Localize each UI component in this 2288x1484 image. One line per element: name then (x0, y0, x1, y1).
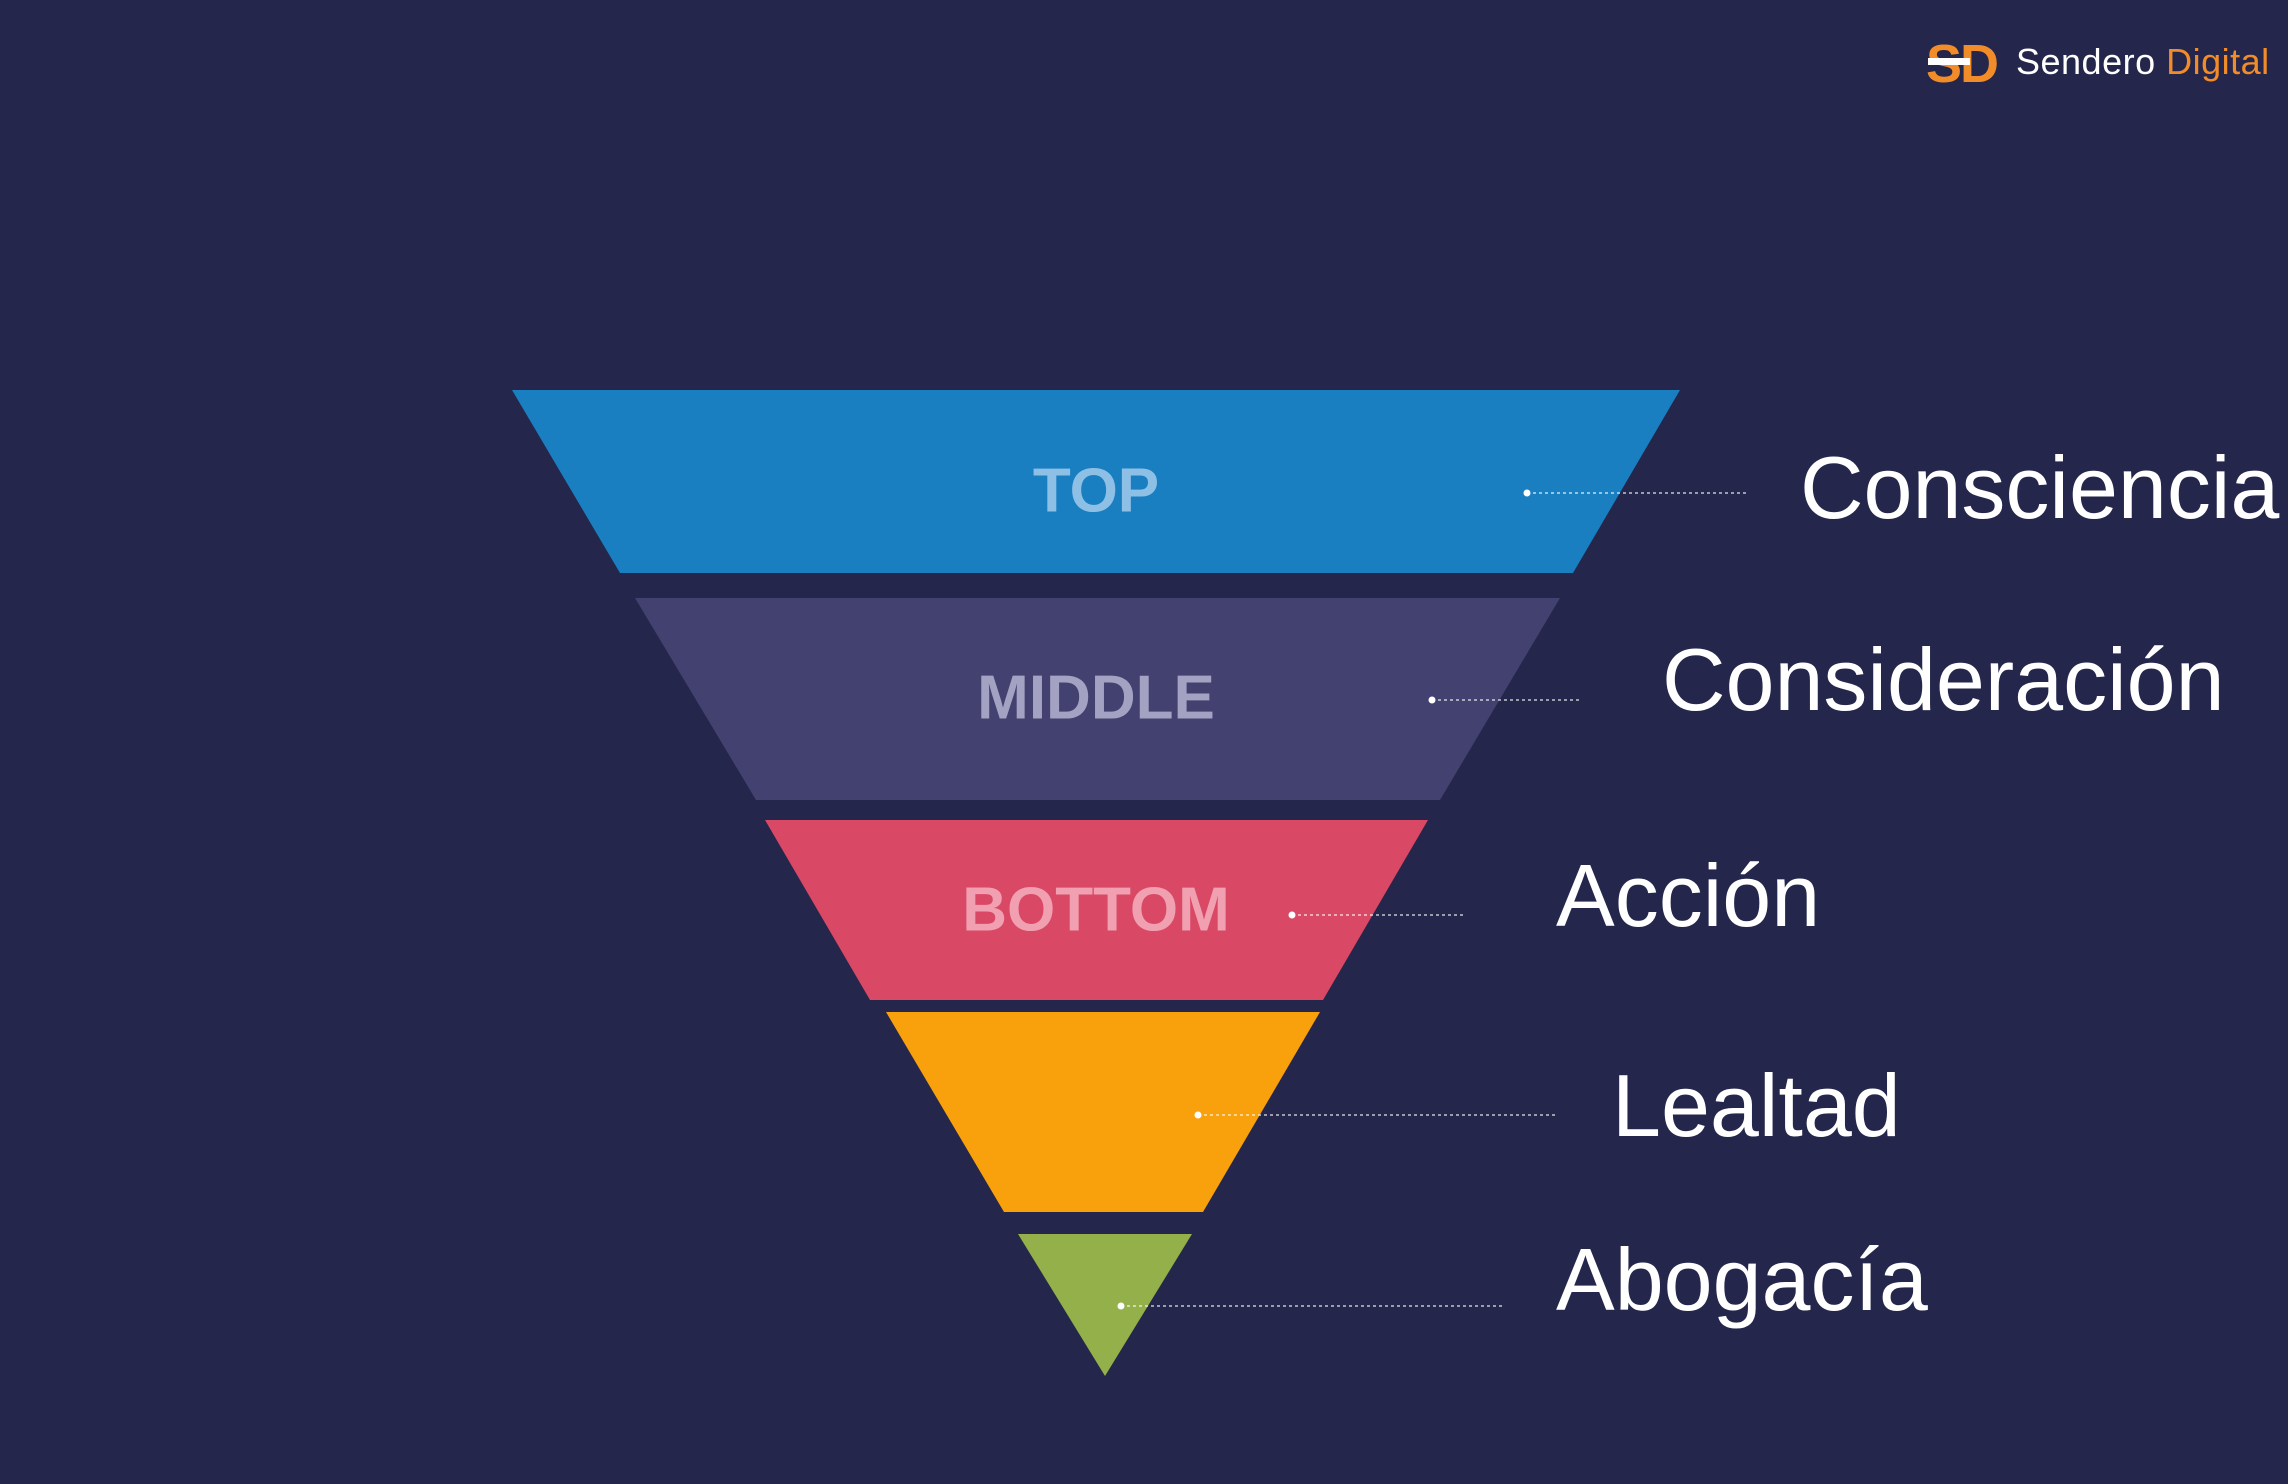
stage-label-abogacia: Abogacía (1556, 1230, 1928, 1329)
leader-dot-lealtad (1194, 1111, 1202, 1119)
tier-label-top: TOP (1033, 456, 1159, 525)
stage-label-consideracion: Consideración (1662, 630, 2225, 729)
brand-name: Sendero Digital (2016, 41, 2270, 83)
funnel-segment-abogacia (1018, 1234, 1192, 1376)
tier-label-middle: MIDDLE (977, 663, 1215, 732)
funnel-segment-accion (765, 820, 1428, 1000)
tier-label-bottom: BOTTOM (962, 875, 1230, 944)
stage-label-lealtad: Lealtad (1612, 1056, 1901, 1155)
brand-word: Sendero (2016, 41, 2156, 82)
leader-dot-consideracion (1428, 696, 1436, 704)
funnel-segment-lealtad (886, 1012, 1320, 1212)
leader-dot-accion (1288, 911, 1296, 919)
stage-label-accion: Acción (1556, 846, 1821, 945)
stage-label-consciencia: Consciencia (1800, 438, 2280, 537)
sd-logo-icon: S D (1926, 36, 1999, 88)
logo: S D Sendero Digital (1926, 36, 2270, 88)
brand-accent: Digital (2166, 41, 2270, 82)
funnel-segment-consciencia (512, 390, 1680, 573)
leader-dot-consciencia (1523, 489, 1531, 497)
funnel-segment-consideracion (635, 598, 1560, 800)
leader-dot-abogacia (1117, 1302, 1125, 1310)
